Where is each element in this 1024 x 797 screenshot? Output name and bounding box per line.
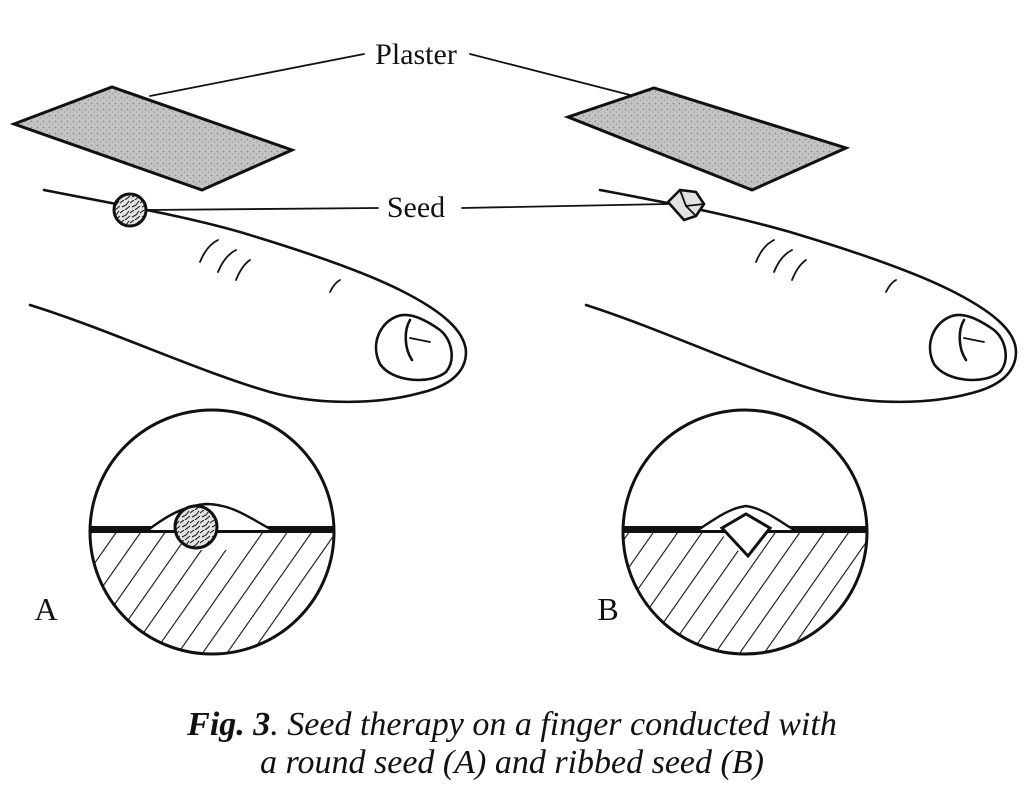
seed-label: Seed xyxy=(387,191,445,224)
plaster-b xyxy=(563,86,851,192)
round-seed-a xyxy=(112,192,148,228)
ribbed-seed-section-b xyxy=(719,512,773,559)
caption-line-1: Fig. 3. Seed therapy on a finger conduct… xyxy=(0,706,1024,744)
panel-b xyxy=(461,53,1018,656)
panel-a xyxy=(9,53,468,656)
cross-section-a xyxy=(88,408,336,656)
finger-b xyxy=(584,188,1018,404)
round-seed-section-a xyxy=(173,504,219,550)
figure-number: 3 xyxy=(253,706,271,743)
plaster-label: Plaster xyxy=(375,38,457,71)
seed-leader-a xyxy=(145,207,379,211)
plaster-a xyxy=(9,85,297,192)
seed-leader-b xyxy=(461,203,669,209)
panel-b-label: B xyxy=(597,591,618,627)
panel-a-label: A xyxy=(34,591,57,627)
plaster-leader-a xyxy=(149,53,365,97)
figure-caption: Fig. 3. Seed therapy on a finger conduct… xyxy=(0,706,1024,782)
figure-label: Fig. xyxy=(187,706,245,743)
finger-a xyxy=(28,188,468,404)
cross-section-b xyxy=(621,408,869,656)
plaster-leader-b xyxy=(469,53,631,96)
caption-line-2: a round seed (A) and ribbed seed (B) xyxy=(260,744,764,781)
caption-text-1: . Seed therapy on a finger conducted wit… xyxy=(270,706,837,743)
